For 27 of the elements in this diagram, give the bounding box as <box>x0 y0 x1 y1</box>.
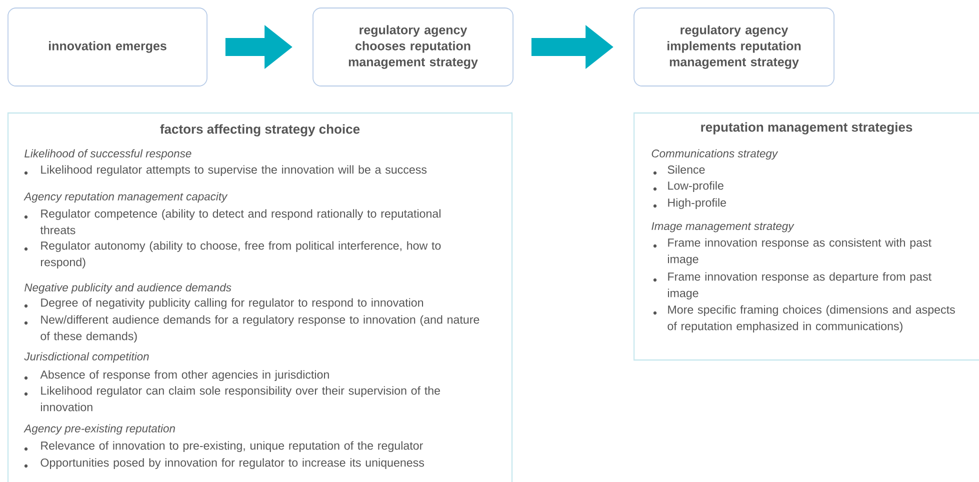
bullet-item: Regulator autonomy (ability to choose, free from political interference, how to respond) <box>24 241 441 269</box>
subheading: Jurisdictional competition <box>24 352 149 363</box>
bullet-item: Degree of negativity publicity calling for regulator to respond to innovation <box>24 298 424 310</box>
bullet-item: New/different audience demands for a regulatory response to innovation (and nature of these demands) <box>24 315 480 342</box>
process-box: regulatory agency implements reputation management strategy <box>634 8 834 86</box>
bullet-item: Regulator competence (ability to detect and respond rationally to reputational threats <box>24 209 440 234</box>
panel-heading: factors affecting strategy choice <box>160 124 360 136</box>
subheading: Agency pre-existing reputation <box>24 424 175 435</box>
bullet-item: Likelihood regulator can claim sole responsibility over their supervision of the innovation <box>24 386 440 412</box>
subheading: Communications strategy <box>652 149 778 160</box>
bullet-item: Frame innovation response as consistent with past image <box>653 238 932 266</box>
bullet-item: Likelihood regulator attempts to supervise the innovation will be a success <box>24 165 427 176</box>
bullet-item: Frame innovation response as departure from past image <box>653 272 932 300</box>
subheading: Image management strategy <box>652 222 794 232</box>
subheading: Negative publicity and audience demands <box>24 283 232 294</box>
bullet-item: Low-profile <box>653 181 724 192</box>
bullet-item: Absence of response from other agencies in jurisdiction <box>24 370 329 382</box>
bullet-item: More specific framing choices (dimensions and aspects of reputation emphasized in communications) <box>653 305 955 333</box>
bullet-item: Silence <box>653 165 705 175</box>
subheading: Likelihood of successful response <box>24 149 192 160</box>
process-box: innovation emerges <box>8 8 208 86</box>
bullet-item: Relevance of innovation to pre-existing, unique reputation of the regulator <box>24 441 423 452</box>
process-box: regulatory agency chooses reputation management strategy <box>312 8 514 86</box>
subheading: Agency reputation management capacity <box>24 192 228 203</box>
bullet-item: High-profile <box>653 198 726 210</box>
bullet-item: Opportunities posed by innovation for regulator to increase its uniqueness <box>24 458 424 470</box>
panel-heading: reputation management strategies <box>701 122 912 134</box>
